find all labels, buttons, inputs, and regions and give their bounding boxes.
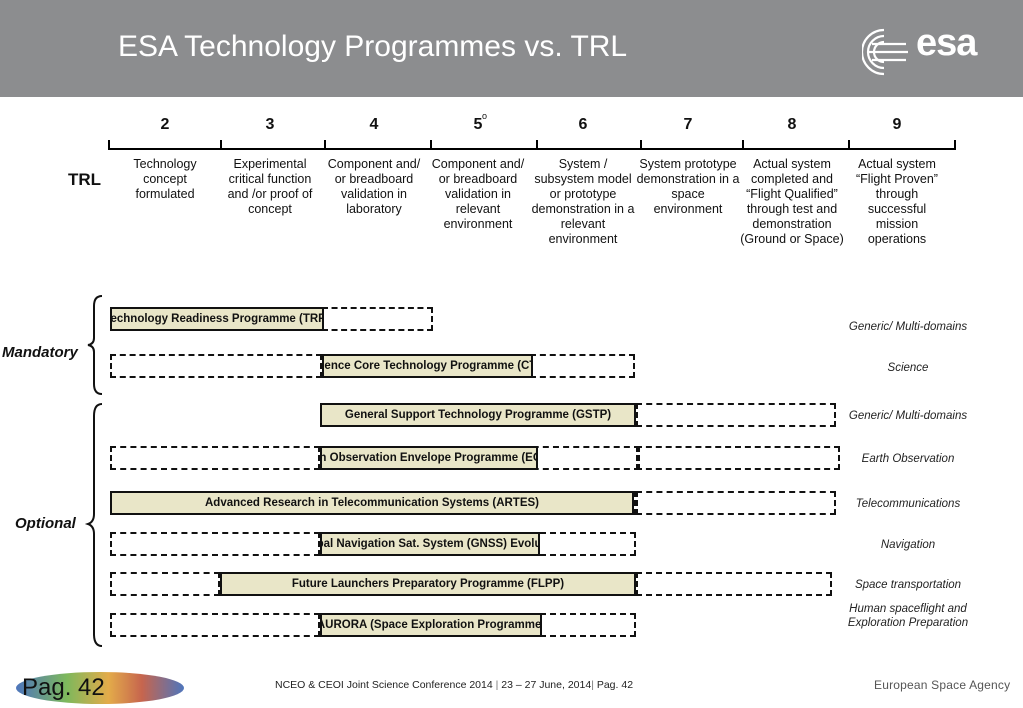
trl-level-number: 4 xyxy=(369,116,379,133)
trl-tick xyxy=(742,140,744,150)
programme-domain: Telecommunications xyxy=(855,498,961,510)
programme-name: Advanced Research in Telecommunication S… xyxy=(204,497,540,509)
footer-page: Pag. 42 xyxy=(596,679,634,691)
programme-envelope xyxy=(636,572,832,596)
programme-bar: Global Navigation Sat. System (GNSS) Evo… xyxy=(320,532,540,556)
trl-level-description: Actual system completed and “Flight Qual… xyxy=(740,157,844,246)
footer-separator: | xyxy=(591,679,597,691)
trl-tick xyxy=(430,140,432,150)
trl-tick xyxy=(324,140,326,150)
trl-level-number: 2 xyxy=(160,116,170,133)
trl-tick xyxy=(640,140,642,150)
programme-domain: Science xyxy=(887,362,929,374)
programme-name: Earth Observation Envelope Programme (EO… xyxy=(320,452,536,464)
trl-tick xyxy=(954,140,956,150)
esa-logo-icon xyxy=(862,28,908,76)
footer-dates: 23 – 27 June, 2014 xyxy=(501,679,592,691)
optional-brace-icon xyxy=(84,403,103,647)
trl-level-description: System / subsystem model or prototype de… xyxy=(531,157,635,246)
page-overlay-text: Pag. 42 xyxy=(22,674,105,701)
trl-level-number: 5 xyxy=(473,116,483,133)
programme-name: Science Core Technology Programme (CTP) xyxy=(324,360,531,372)
programme-bar: Future Launchers Preparatory Programme (… xyxy=(220,572,636,596)
page-title: ESA Technology Programmes vs. TRL xyxy=(118,30,628,63)
trl-level-number: 9 xyxy=(892,116,902,133)
programme-domain: Space transportation xyxy=(854,579,962,591)
agency-name: European Space Agency xyxy=(874,678,1011,692)
trl-tick xyxy=(220,140,222,150)
trl-level-description: Component and/ or breadboard validation … xyxy=(327,157,421,216)
programme-name: General Support Technology Programme (GS… xyxy=(344,409,612,421)
programme-bar: Advanced Research in Telecommunication S… xyxy=(110,491,634,515)
programme-bar: Technology Readiness Programme (TRP) xyxy=(110,307,324,331)
programme-envelope xyxy=(110,572,220,596)
trl-level-number: 6 xyxy=(578,116,588,133)
trl-label: TRL xyxy=(68,170,102,189)
trl-level-number: 3 xyxy=(265,116,275,133)
programme-envelope xyxy=(110,532,320,556)
trl-level-number: 8 xyxy=(787,116,797,133)
globe-banner-icon xyxy=(16,672,184,704)
programme-name: Technology Readiness Programme (TRP) xyxy=(110,313,324,325)
trl-level-description: Component and/ or breadboard validation … xyxy=(431,157,525,231)
trl-tick xyxy=(536,140,538,150)
stray-mark: o xyxy=(482,111,488,121)
programme-envelope xyxy=(636,491,836,515)
mandatory-brace-icon xyxy=(87,295,103,395)
programme-envelope xyxy=(636,403,836,427)
programme-bar: Earth Observation Envelope Programme (EO… xyxy=(320,446,538,470)
programme-name: Future Launchers Preparatory Programme (… xyxy=(291,578,565,590)
programme-envelope xyxy=(110,354,322,378)
trl-axis xyxy=(108,148,956,150)
footer-separator: | xyxy=(492,679,502,691)
programme-envelope xyxy=(110,446,320,470)
trl-level-description: System prototype demonstration in a spac… xyxy=(636,157,740,216)
programme-domain: Navigation xyxy=(880,539,936,551)
footer-conference: NCEO & CEOI Joint Science Conference 201… xyxy=(275,679,633,691)
programme-envelope xyxy=(322,307,433,331)
trl-level-description: Technology concept formulated xyxy=(133,157,197,201)
programme-name: Global Navigation Sat. System (GNSS) Evo… xyxy=(322,538,538,550)
programme-bar: AURORA (Space Exploration Programme) xyxy=(320,613,542,637)
programme-bar: Science Core Technology Programme (CTP) xyxy=(322,354,533,378)
programme-domain: Generic/ Multi-domains xyxy=(848,410,968,422)
programme-name: AURORA (Space Exploration Programme) xyxy=(320,619,542,631)
trl-level-description: Experimental critical function and /or p… xyxy=(227,157,313,216)
esa-logo-text: esa xyxy=(916,22,977,64)
programme-domain: Generic/ Multi-domains xyxy=(848,321,968,333)
programme-domain: Earth Observation xyxy=(861,453,955,465)
optional-label: Optional xyxy=(15,515,76,532)
mandatory-label: Mandatory xyxy=(2,344,78,361)
trl-tick xyxy=(108,140,110,150)
programme-domain: Human spaceflight and Exploration Prepar… xyxy=(847,603,969,629)
trl-level-description: Actual system “Flight Proven” through su… xyxy=(856,157,938,246)
programme-envelope xyxy=(636,446,840,470)
footer-conference-name: NCEO & CEOI Joint Science Conference 201… xyxy=(275,679,493,691)
programme-envelope xyxy=(110,613,320,637)
trl-level-number: 7 xyxy=(683,116,693,133)
programme-bar: General Support Technology Programme (GS… xyxy=(320,403,636,427)
trl-tick xyxy=(848,140,850,150)
header-bar xyxy=(0,0,1023,97)
